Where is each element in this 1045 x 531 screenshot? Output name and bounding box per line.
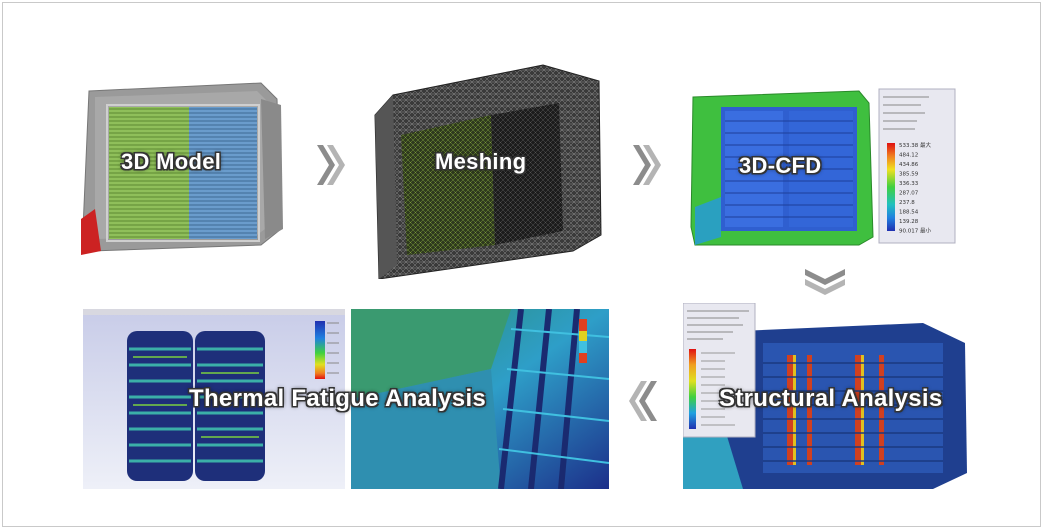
stage-label-3d-cfd: 3D-CFD xyxy=(739,153,822,178)
panel-thermal-fatigue-model xyxy=(83,309,345,489)
structural-color-bar xyxy=(689,349,696,429)
thermal-fatigue-color-bar xyxy=(315,321,325,379)
panel-3d-cfd: 533.38 最大 484.12 434.86 385.59 336.33 28… xyxy=(689,87,957,249)
panel-meshing xyxy=(373,55,603,279)
stage-label-structural-analysis: Structural Analysis xyxy=(719,385,943,412)
cfd-image: 533.38 最大 484.12 434.86 385.59 336.33 28… xyxy=(689,87,957,249)
panel-3d-model xyxy=(81,79,283,255)
arrow-down-icon xyxy=(801,267,849,297)
arrow-left-icon xyxy=(627,377,659,425)
thermal-fatigue-model-image xyxy=(83,309,345,489)
cfd-color-bar xyxy=(887,143,895,231)
panel-structural-analysis xyxy=(683,303,967,489)
stage-label-thermal-fatigue-analysis: Thermal Fatigue Analysis xyxy=(189,385,487,412)
cfd-legend-value: 484.12 xyxy=(899,153,918,159)
thermal-fatigue-detail-image xyxy=(351,309,609,489)
arrow-right-2-icon xyxy=(631,141,663,189)
structural-image xyxy=(683,303,967,489)
cfd-legend-value: 287.07 xyxy=(899,191,919,197)
cfd-legend-value: 385.59 xyxy=(899,172,919,178)
cfd-legend-value: 336.33 xyxy=(899,181,919,187)
meshing-image xyxy=(373,55,603,279)
cfd-legend-value: 90.017 最小 xyxy=(899,227,931,235)
cfd-legend-value: 237.8 xyxy=(899,200,915,206)
panel-thermal-fatigue-detail xyxy=(351,309,609,489)
cfd-legend-value: 434.86 xyxy=(899,162,919,168)
3d-model-image xyxy=(81,79,283,255)
cfd-legend-value: 188.54 xyxy=(899,210,919,216)
stage-label-3d-model: 3D Model xyxy=(121,149,222,174)
cfd-legend-value: 533.38 最大 xyxy=(899,141,931,149)
cfd-legend-value: 139.28 xyxy=(899,219,919,225)
fin-stack xyxy=(127,331,265,481)
stage-label-meshing: Meshing xyxy=(435,149,527,174)
arrow-right-1-icon xyxy=(315,141,347,189)
